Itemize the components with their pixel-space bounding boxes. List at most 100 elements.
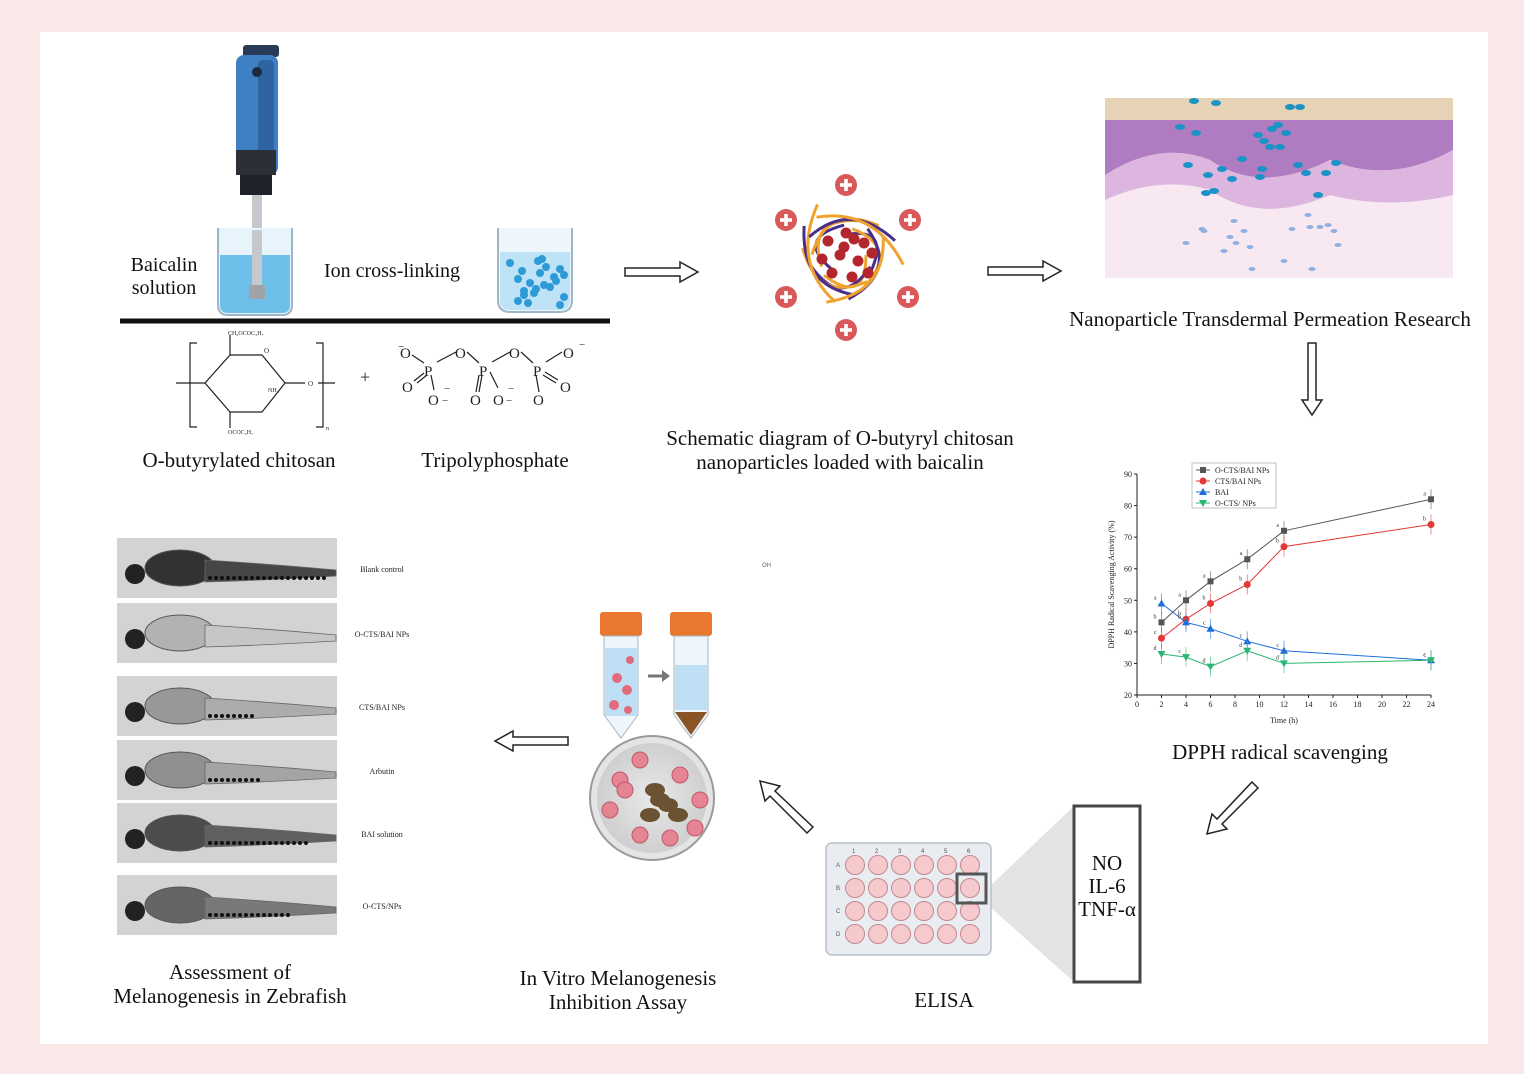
nanoparticle-dot: [1209, 188, 1219, 194]
skin-cross-section: [1105, 98, 1453, 278]
nanoparticle-dot: [1253, 132, 1263, 138]
tripolyphosphate-structure: [411, 351, 563, 393]
nanoparticle-dot: [1232, 241, 1240, 245]
nanoparticle-dot: [1293, 162, 1303, 168]
pink-cell: [671, 766, 689, 784]
data-point: [1280, 543, 1288, 551]
plate-well: [937, 855, 957, 875]
nanoparticle-dot: [1240, 229, 1248, 233]
plate-col-label: 6: [967, 849, 971, 855]
stray-mark: OH: [762, 563, 771, 569]
nanoparticle-dot: [1230, 219, 1238, 223]
series-line: [1161, 524, 1432, 639]
nanoparticle-dot: [1306, 225, 1314, 229]
nanoparticle-dot: [1334, 243, 1342, 247]
nanoparticle-dot: [1226, 235, 1234, 239]
plate-well: [960, 878, 980, 898]
plate-well: [845, 924, 865, 944]
y-tick-label: 20: [1124, 691, 1132, 700]
x-tick-label: 18: [1354, 700, 1362, 709]
plate-well: [914, 901, 934, 921]
nanoparticle-dot: [560, 293, 568, 301]
data-point: [1158, 619, 1165, 626]
nanoparticle-dot: [534, 257, 542, 265]
significance-letter: d: [1239, 643, 1242, 649]
nanoparticle-dot: [1175, 124, 1185, 130]
nanoparticle-dot: [514, 275, 522, 283]
pink-cell: [631, 751, 649, 769]
x-tick-label: 12: [1280, 700, 1288, 709]
nanoparticle-caption: Schematic diagram of O-butyryl chitosan …: [666, 426, 1014, 475]
data-point: [1183, 597, 1189, 604]
plus-charge-icon: [835, 319, 857, 341]
elisa-markers: NO IL-6 TNF-α: [1074, 851, 1140, 921]
pink-cell: [616, 781, 634, 799]
nanoparticle-dot: [1316, 225, 1324, 229]
data-point: [1280, 646, 1288, 654]
nanoparticle-dot: [1304, 213, 1312, 217]
plate-well: [845, 855, 865, 875]
significance-letter: b: [1178, 611, 1181, 617]
plate-well: [960, 924, 980, 944]
nanoparticle-dot: [1217, 166, 1227, 172]
nanoparticle-dot: [1182, 241, 1190, 245]
nanoparticle-dot: [542, 263, 550, 271]
nanoparticle-dot: [1183, 162, 1193, 168]
positive-charge-icons: [775, 174, 921, 341]
plate-well: [891, 901, 911, 921]
x-tick-label: 22: [1403, 700, 1411, 709]
melanin-cell: [640, 808, 660, 822]
significance-letter: c: [1240, 633, 1243, 639]
zebrafish-group-label: Blank control: [360, 565, 405, 574]
nanoparticle-dot: [1191, 130, 1201, 136]
plate-well: [868, 855, 888, 875]
ion-crosslinking-label: Ion cross-linking: [323, 260, 461, 282]
nanoparticle-dot: [1324, 223, 1332, 227]
x-tick-label: 20: [1378, 700, 1386, 709]
nanoparticle-dot: [1301, 170, 1311, 176]
significance-letter: a: [1276, 523, 1279, 529]
plate-row-label: B: [836, 886, 840, 892]
bridge-oxygen: O: [308, 380, 313, 388]
zebrafish-panel: [117, 875, 337, 935]
beaker-baicalin-icon: [217, 228, 293, 316]
significance-letter: d: [1154, 646, 1157, 652]
amine-group: NH₂: [268, 388, 279, 394]
baicalin-dot: [862, 267, 874, 279]
pink-cell: [691, 791, 709, 809]
melanin-cell: [668, 808, 688, 822]
tpp-p3: P: [533, 364, 541, 380]
y-tick-label: 60: [1124, 565, 1132, 574]
x-tick-label: 4: [1184, 700, 1188, 709]
nanoparticle-dot: [514, 297, 522, 305]
plate-col-label: 1: [852, 849, 856, 855]
arrow-diagonal: [1205, 780, 1260, 836]
data-point: [1157, 599, 1166, 607]
data-point: [1199, 488, 1207, 495]
zebrafish-group-label: BAI solution: [361, 830, 403, 839]
plus-sign: +: [360, 367, 370, 387]
nanoparticle-dot: [1220, 249, 1228, 253]
x-tick-label: 2: [1160, 700, 1164, 709]
significance-letter: c: [1423, 652, 1426, 658]
x-axis-label: Time (h): [1270, 716, 1298, 725]
plate-well: [845, 901, 865, 921]
baicalin-dot: [846, 271, 858, 283]
legend-label: BAI: [1215, 488, 1229, 497]
arrow-right-2: [987, 259, 1063, 283]
y-tick-label: 90: [1124, 470, 1132, 479]
repeat-n: n: [326, 426, 329, 432]
data-point: [1427, 521, 1435, 529]
nanoparticle-dot: [1313, 192, 1323, 198]
side-chain-top: CH₂OCOC₃H₇: [228, 331, 264, 337]
legend-label: O-CTS/ NPs: [1215, 499, 1256, 508]
plate-well: [868, 878, 888, 898]
significance-letter: a: [1423, 491, 1426, 497]
nanoparticle-dot: [1257, 166, 1267, 172]
side-chain-bottom: OCOC₃H₇: [228, 430, 253, 436]
arrow-down: [1300, 342, 1324, 417]
nanoparticle-dot: [1330, 229, 1338, 233]
polymer-strand: [806, 203, 837, 303]
